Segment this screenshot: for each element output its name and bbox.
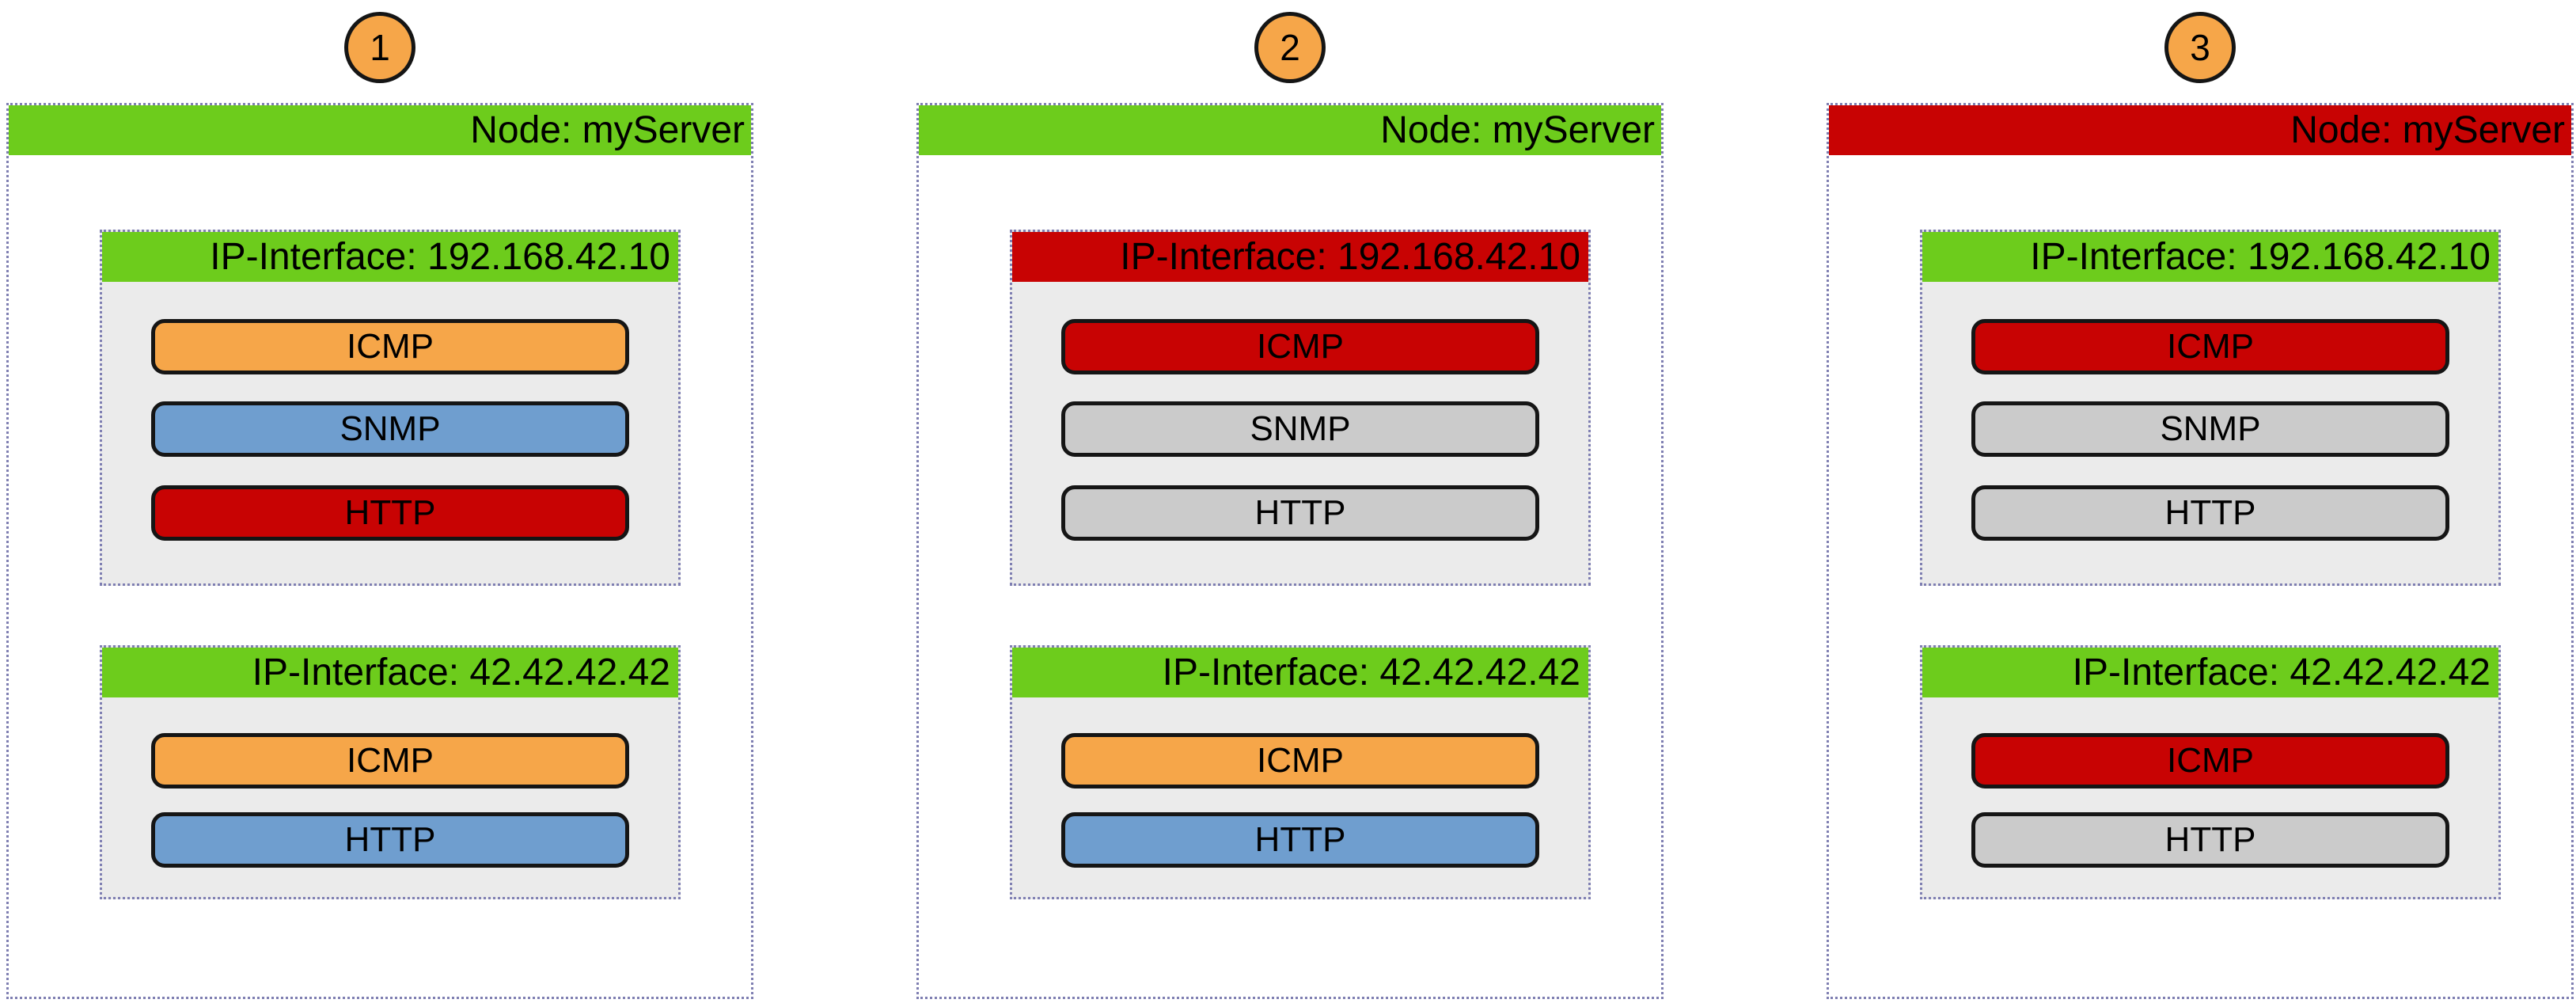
node-label: Node: myServer <box>470 109 745 151</box>
service-label: HTTP <box>344 493 436 532</box>
service-label: ICMP <box>347 327 434 366</box>
interface-header-bar: IP-Interface: 42.42.42.42 <box>102 648 678 697</box>
interface-header-bar: IP-Interface: 42.42.42.42 <box>1012 648 1588 697</box>
service-pill-snmp: SNMP <box>1971 401 2449 457</box>
interface-label: IP-Interface: 192.168.42.10 <box>1120 236 1580 278</box>
service-pill-icmp: ICMP <box>1971 319 2449 374</box>
node-header-bar: Node: myServer <box>9 105 751 155</box>
node-box: Node: myServer IP-Interface: 192.168.42.… <box>1827 103 2574 999</box>
node-box: Node: myServer IP-Interface: 192.168.42.… <box>916 103 1664 999</box>
service-pill-icmp: ICMP <box>151 733 629 788</box>
interface-label: IP-Interface: 42.42.42.42 <box>252 652 670 694</box>
service-pill-icmp: ICMP <box>1971 733 2449 788</box>
service-pill-http: HTTP <box>1971 812 2449 868</box>
service-label: HTTP <box>1254 820 1346 859</box>
node-box: Node: myServer IP-Interface: 192.168.42.… <box>6 103 753 999</box>
service-label: ICMP <box>2167 741 2254 780</box>
service-label: ICMP <box>2167 327 2254 366</box>
service-pill-http: HTTP <box>151 812 629 868</box>
service-pill-http: HTTP <box>1061 485 1539 541</box>
service-pill-http: HTTP <box>1971 485 2449 541</box>
scenario-panel: 2 Node: myServer IP-Interface: 192.168.4… <box>916 12 1664 999</box>
service-pill-snmp: SNMP <box>151 401 629 457</box>
node-label: Node: myServer <box>1380 109 1655 151</box>
interface-header-bar: IP-Interface: 42.42.42.42 <box>1922 648 2498 697</box>
interface-header-bar: IP-Interface: 192.168.42.10 <box>1012 232 1588 282</box>
service-label: ICMP <box>1257 327 1344 366</box>
service-pill-icmp: ICMP <box>1061 319 1539 374</box>
service-pill-http: HTTP <box>151 485 629 541</box>
interface-box-secondary: IP-Interface: 42.42.42.42 ICMP HTTP <box>1920 645 2501 899</box>
service-label: SNMP <box>1250 409 1351 448</box>
scenario-panel: 3 Node: myServer IP-Interface: 192.168.4… <box>1827 12 2574 999</box>
scenario-number: 2 <box>1280 27 1300 68</box>
scenario-number-badge: 2 <box>1254 12 1326 83</box>
interface-label: IP-Interface: 42.42.42.42 <box>1162 652 1580 694</box>
service-pill-icmp: ICMP <box>1061 733 1539 788</box>
service-label: HTTP <box>2164 493 2256 532</box>
interface-label: IP-Interface: 192.168.42.10 <box>2030 236 2491 278</box>
interface-label: IP-Interface: 192.168.42.10 <box>210 236 670 278</box>
service-label: HTTP <box>344 820 436 859</box>
scenario-number: 3 <box>2190 27 2210 68</box>
node-label: Node: myServer <box>2290 109 2565 151</box>
interface-header-bar: IP-Interface: 192.168.42.10 <box>102 232 678 282</box>
service-label: SNMP <box>2160 409 2261 448</box>
interface-header-bar: IP-Interface: 192.168.42.10 <box>1922 232 2498 282</box>
service-label: HTTP <box>2164 820 2256 859</box>
interface-box-secondary: IP-Interface: 42.42.42.42 ICMP HTTP <box>1010 645 1591 899</box>
interface-box-secondary: IP-Interface: 42.42.42.42 ICMP HTTP <box>100 645 681 899</box>
service-label: ICMP <box>347 741 434 780</box>
interface-box-primary: IP-Interface: 192.168.42.10 ICMP SNMP HT… <box>1920 230 2501 586</box>
service-label: HTTP <box>1254 493 1346 532</box>
scenario-number-badge: 3 <box>2164 12 2236 83</box>
service-label: SNMP <box>340 409 441 448</box>
scenario-panel: 1 Node: myServer IP-Interface: 192.168.4… <box>6 12 753 999</box>
service-pill-http: HTTP <box>1061 812 1539 868</box>
scenario-number: 1 <box>370 27 390 68</box>
scenario-number-badge: 1 <box>344 12 415 83</box>
node-header-bar: Node: myServer <box>1829 105 2571 155</box>
service-pill-snmp: SNMP <box>1061 401 1539 457</box>
interface-box-primary: IP-Interface: 192.168.42.10 ICMP SNMP HT… <box>1010 230 1591 586</box>
interface-box-primary: IP-Interface: 192.168.42.10 ICMP SNMP HT… <box>100 230 681 586</box>
service-pill-icmp: ICMP <box>151 319 629 374</box>
interface-label: IP-Interface: 42.42.42.42 <box>2072 652 2491 694</box>
service-label: ICMP <box>1257 741 1344 780</box>
node-header-bar: Node: myServer <box>919 105 1661 155</box>
